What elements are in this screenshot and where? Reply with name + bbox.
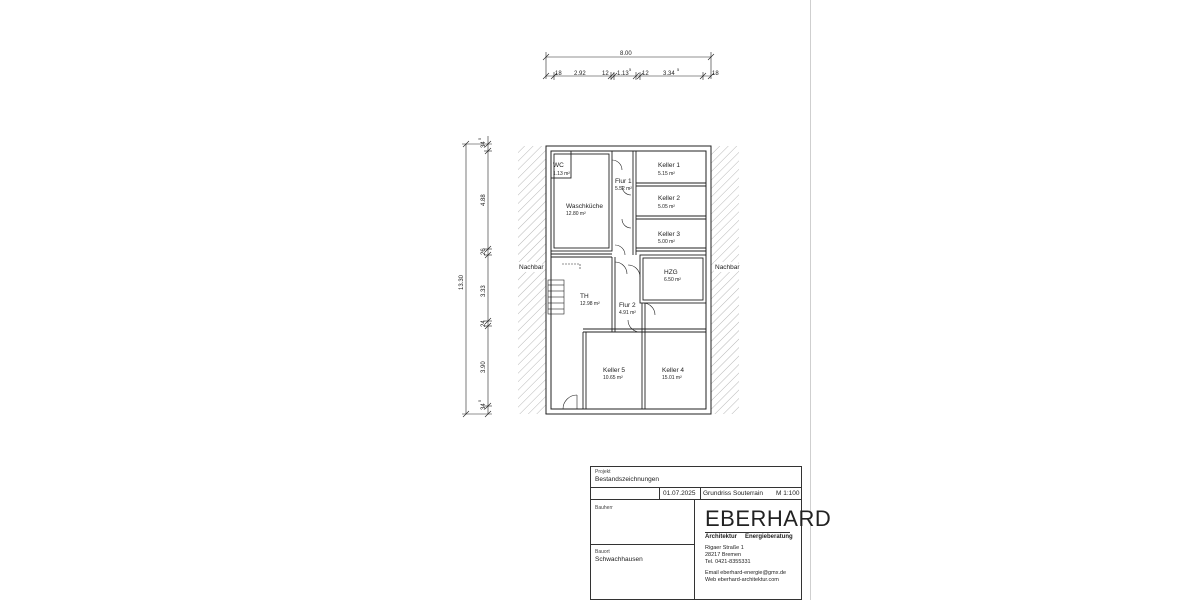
dim-seg-2: 2.92 bbox=[574, 71, 586, 77]
room-name-keller-2: Keller 2 bbox=[658, 195, 680, 202]
room-area-wc: 1.13 m² bbox=[553, 171, 570, 177]
horizontal-dimensions bbox=[542, 52, 715, 80]
room-area-keller-1: 5.15 m² bbox=[658, 171, 675, 177]
dim-seg-4-sup: 5 bbox=[629, 67, 632, 72]
room-name-wc: WC bbox=[553, 162, 564, 169]
room-area-flur-2: 4.91 m² bbox=[619, 310, 636, 316]
project-value: Bestandszeichnungen bbox=[595, 476, 659, 483]
title-block-left-column: Bauherr Bauort Schwachhausen bbox=[591, 500, 695, 600]
company-phone: Tel. 0421-8355331 bbox=[705, 559, 751, 565]
neighbor-label-bg-left bbox=[518, 262, 542, 272]
room-area-keller-5: 10.65 m² bbox=[603, 375, 623, 381]
room-flur-1: Flur 1 5.52 m² bbox=[615, 178, 632, 192]
dim-seg-5: 12 bbox=[642, 71, 649, 77]
door-swings bbox=[562, 159, 656, 410]
room-keller-2: Keller 2 5.05 m² bbox=[658, 195, 680, 210]
company-web: Web eberhard-architektur.com bbox=[705, 577, 779, 583]
room-name-waschkueche: Waschküche bbox=[566, 203, 603, 210]
dim-v-7-sup: 5 bbox=[477, 399, 482, 402]
neighbor-hatch-left bbox=[518, 146, 546, 414]
room-name-keller-3: Keller 3 bbox=[658, 231, 680, 238]
drawing-title: Grundriss Souterrain bbox=[703, 490, 763, 497]
project-label: Projekt bbox=[595, 469, 611, 475]
company-sub-energy: Energieberatung bbox=[745, 534, 793, 540]
room-flur-2: Flur 2 4.91 m² bbox=[619, 302, 636, 316]
dim-seg-6: 3.34 bbox=[663, 71, 675, 77]
room-hzg: HZG 6.50 m² bbox=[664, 269, 681, 283]
dim-seg-6-sup: 5 bbox=[677, 67, 680, 72]
room-wc: WC 1.13 m² bbox=[553, 162, 570, 177]
staircase bbox=[547, 263, 581, 315]
left-divider bbox=[591, 544, 694, 545]
title-block: Projekt Bestandszeichnungen 01.07.2025 G… bbox=[590, 466, 831, 600]
neighbor-hatch-right bbox=[711, 146, 739, 414]
room-area-th: 12.98 m² bbox=[580, 301, 600, 307]
vertical-dimensions bbox=[462, 136, 492, 418]
site-label: Bauort bbox=[595, 549, 610, 555]
drawing-date: 01.07.2025 bbox=[663, 490, 696, 497]
neighbor-label-right: Nachbar bbox=[715, 264, 740, 271]
dim-v-3: 26 bbox=[481, 248, 487, 255]
dim-v-6: 3.90 bbox=[481, 361, 487, 373]
dim-seg-4: 1.13 bbox=[617, 71, 629, 77]
company-address-city: 28217 Bremen bbox=[705, 552, 742, 558]
room-area-keller-2: 5.05 m² bbox=[658, 204, 675, 210]
client-label: Bauherr bbox=[595, 505, 613, 511]
dim-seg-3: 12 bbox=[602, 71, 609, 77]
room-area-flur-1: 5.52 m² bbox=[615, 186, 632, 192]
room-keller-3: Keller 3 5.00 m² bbox=[658, 231, 680, 245]
interior-walls bbox=[550, 150, 707, 409]
dim-v-2: 4.88 bbox=[481, 194, 487, 206]
sheet-border bbox=[810, 0, 811, 600]
room-name-keller-1: Keller 1 bbox=[658, 162, 680, 169]
company-address-street: Rigaer Straße 1 bbox=[705, 545, 744, 551]
dim-seg-7: 18 bbox=[712, 71, 719, 77]
dim-total-height: 13.30 bbox=[459, 274, 465, 290]
neighbor-label-left: Nachbar bbox=[519, 264, 544, 271]
neighbor-label-bg-right bbox=[714, 262, 738, 272]
room-name-keller-4: Keller 4 bbox=[662, 367, 684, 374]
room-area-keller-3: 5.00 m² bbox=[658, 239, 675, 245]
room-keller-5: Keller 5 10.65 m² bbox=[603, 367, 625, 381]
room-keller-4: Keller 4 15.01 m² bbox=[662, 367, 684, 381]
info-divider-2 bbox=[700, 488, 701, 500]
company-name: EBERHARD bbox=[705, 506, 832, 531]
room-th: TH 12.98 m² bbox=[580, 293, 600, 307]
dim-v-1-sup: 5 bbox=[477, 137, 482, 140]
room-keller-1: Keller 1 5.15 m² bbox=[658, 162, 680, 177]
title-block-project-row: Projekt Bestandszeichnungen bbox=[591, 467, 801, 488]
room-name-flur-1: Flur 1 bbox=[615, 178, 632, 185]
dim-seg-1: 18 bbox=[555, 71, 562, 77]
drawing-scale: M 1:100 bbox=[776, 490, 800, 497]
room-name-th: TH bbox=[580, 293, 589, 300]
site-value: Schwachhausen bbox=[595, 556, 643, 563]
title-block-info-row: 01.07.2025 Grundriss Souterrain M 1:100 bbox=[591, 488, 801, 500]
dim-v-1: 34 bbox=[481, 141, 487, 148]
room-area-hzg: 6.50 m² bbox=[664, 277, 681, 283]
room-name-flur-2: Flur 2 bbox=[619, 302, 636, 309]
company-sub-architecture: Architektur bbox=[705, 534, 738, 540]
dim-total-width: 8.00 bbox=[620, 51, 632, 57]
company-email: Email eberhard-energie@gmx.de bbox=[705, 570, 787, 576]
info-divider-1 bbox=[659, 488, 660, 500]
title-block-company: EBERHARD Architektur Energieberatung Rig… bbox=[695, 500, 831, 600]
room-area-waschkueche: 12.80 m² bbox=[566, 211, 586, 217]
dim-v-7: 34 bbox=[481, 403, 487, 410]
dim-v-5: 24 bbox=[481, 320, 487, 327]
company-underline bbox=[705, 532, 790, 533]
room-area-keller-4: 15.01 m² bbox=[662, 375, 682, 381]
room-waschkueche: Waschküche 12.80 m² bbox=[566, 203, 603, 217]
room-name-hzg: HZG bbox=[664, 269, 678, 276]
room-name-keller-5: Keller 5 bbox=[603, 367, 625, 374]
dim-v-4: 3.33 bbox=[481, 285, 487, 297]
